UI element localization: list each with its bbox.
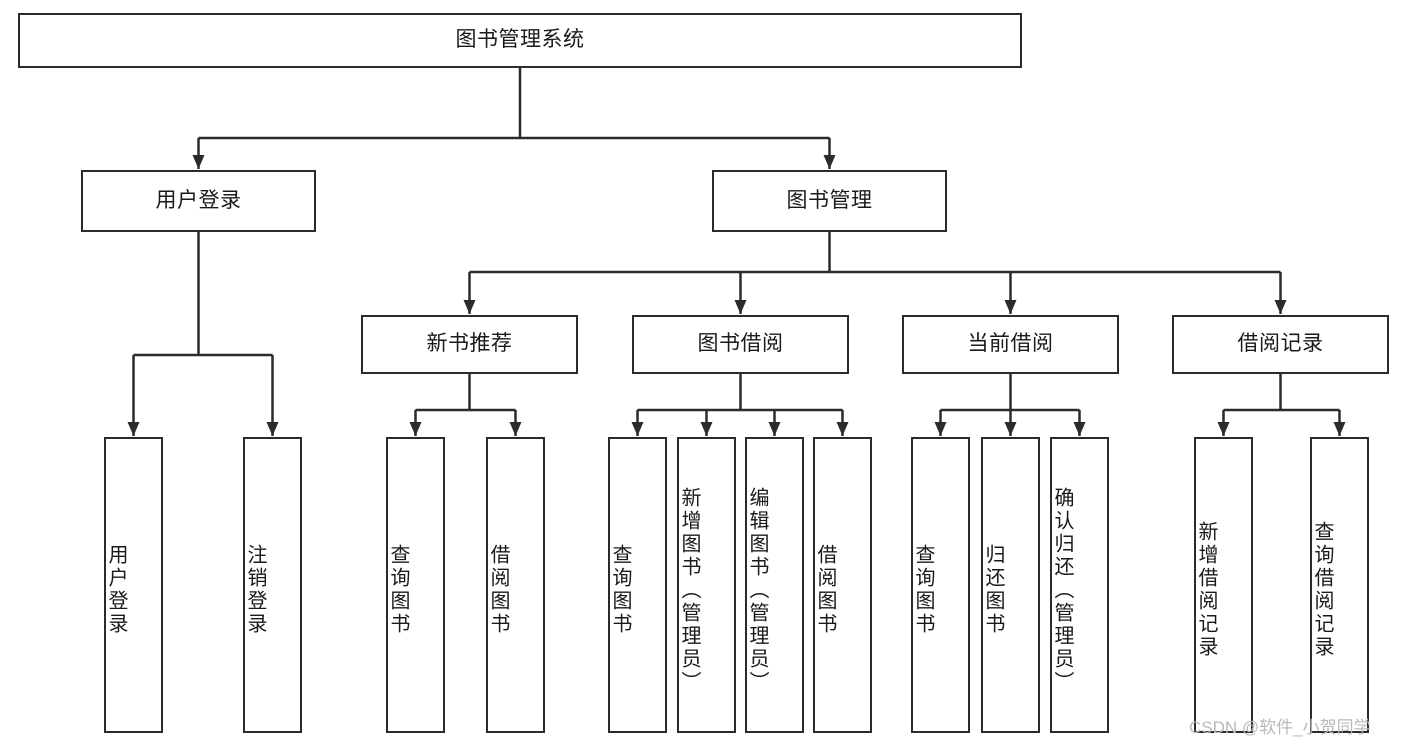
node-new-book-recommend[interactable]: 新书推荐 xyxy=(361,315,578,374)
leaf-leaf-user-login[interactable]: 用户登录 xyxy=(104,437,163,733)
leaf-leaf-return-book[interactable]: 归还图书 xyxy=(981,437,1040,733)
node-user-login[interactable]: 用户登录 xyxy=(81,170,316,232)
node-label: 查询借阅记录 xyxy=(1311,521,1333,659)
leaf-leaf-user-logout[interactable]: 注销登录 xyxy=(243,437,302,733)
leaf-leaf-query-borrow-record[interactable]: 查询借阅记录 xyxy=(1310,437,1369,733)
node-label: 图书管理 xyxy=(786,188,873,212)
node-label: 编辑图书（管理员） xyxy=(746,486,768,694)
node-label: 新书推荐 xyxy=(426,332,513,356)
node-label: 确认归还（管理员） xyxy=(1051,486,1073,694)
leaf-leaf-confirm-return-admin[interactable]: 确认归还（管理员） xyxy=(1050,437,1109,733)
node-label: 新增借阅记录 xyxy=(1195,521,1217,659)
node-label: 归还图书 xyxy=(982,544,1004,636)
node-label: 借阅图书 xyxy=(814,544,836,636)
node-label: 查询图书 xyxy=(387,544,409,636)
node-label: 借阅记录 xyxy=(1237,332,1324,356)
leaf-leaf-borrow-book-rec[interactable]: 借阅图书 xyxy=(486,437,545,733)
leaf-leaf-edit-book-admin[interactable]: 编辑图书（管理员） xyxy=(745,437,804,733)
node-book-borrow[interactable]: 图书借阅 xyxy=(632,315,849,374)
leaf-leaf-add-book-admin[interactable]: 新增图书（管理员） xyxy=(677,437,736,733)
leaf-leaf-add-borrow-record[interactable]: 新增借阅记录 xyxy=(1194,437,1253,733)
node-label: 图书管理系统 xyxy=(455,28,585,52)
leaf-leaf-query-book-borrow[interactable]: 查询图书 xyxy=(608,437,667,733)
node-label: 借阅图书 xyxy=(487,544,509,636)
watermark: CSDN @软件_小贺同学 xyxy=(1189,718,1371,737)
node-label: 查询图书 xyxy=(609,544,631,636)
node-label: 当前借阅 xyxy=(967,332,1054,356)
node-label: 注销登录 xyxy=(244,544,266,636)
node-book-management[interactable]: 图书管理 xyxy=(712,170,947,232)
node-borrow-record[interactable]: 借阅记录 xyxy=(1172,315,1389,374)
leaf-leaf-query-book-rec[interactable]: 查询图书 xyxy=(386,437,445,733)
node-label: 用户登录 xyxy=(105,544,127,636)
node-label: 查询图书 xyxy=(912,544,934,636)
leaf-leaf-query-book-current[interactable]: 查询图书 xyxy=(911,437,970,733)
node-label: 新增图书（管理员） xyxy=(678,486,700,694)
node-current-borrow[interactable]: 当前借阅 xyxy=(902,315,1119,374)
node-root-system[interactable]: 图书管理系统 xyxy=(18,13,1022,68)
leaf-leaf-borrow-book[interactable]: 借阅图书 xyxy=(813,437,872,733)
node-label: 用户登录 xyxy=(155,188,242,212)
node-label: 图书借阅 xyxy=(697,332,784,356)
